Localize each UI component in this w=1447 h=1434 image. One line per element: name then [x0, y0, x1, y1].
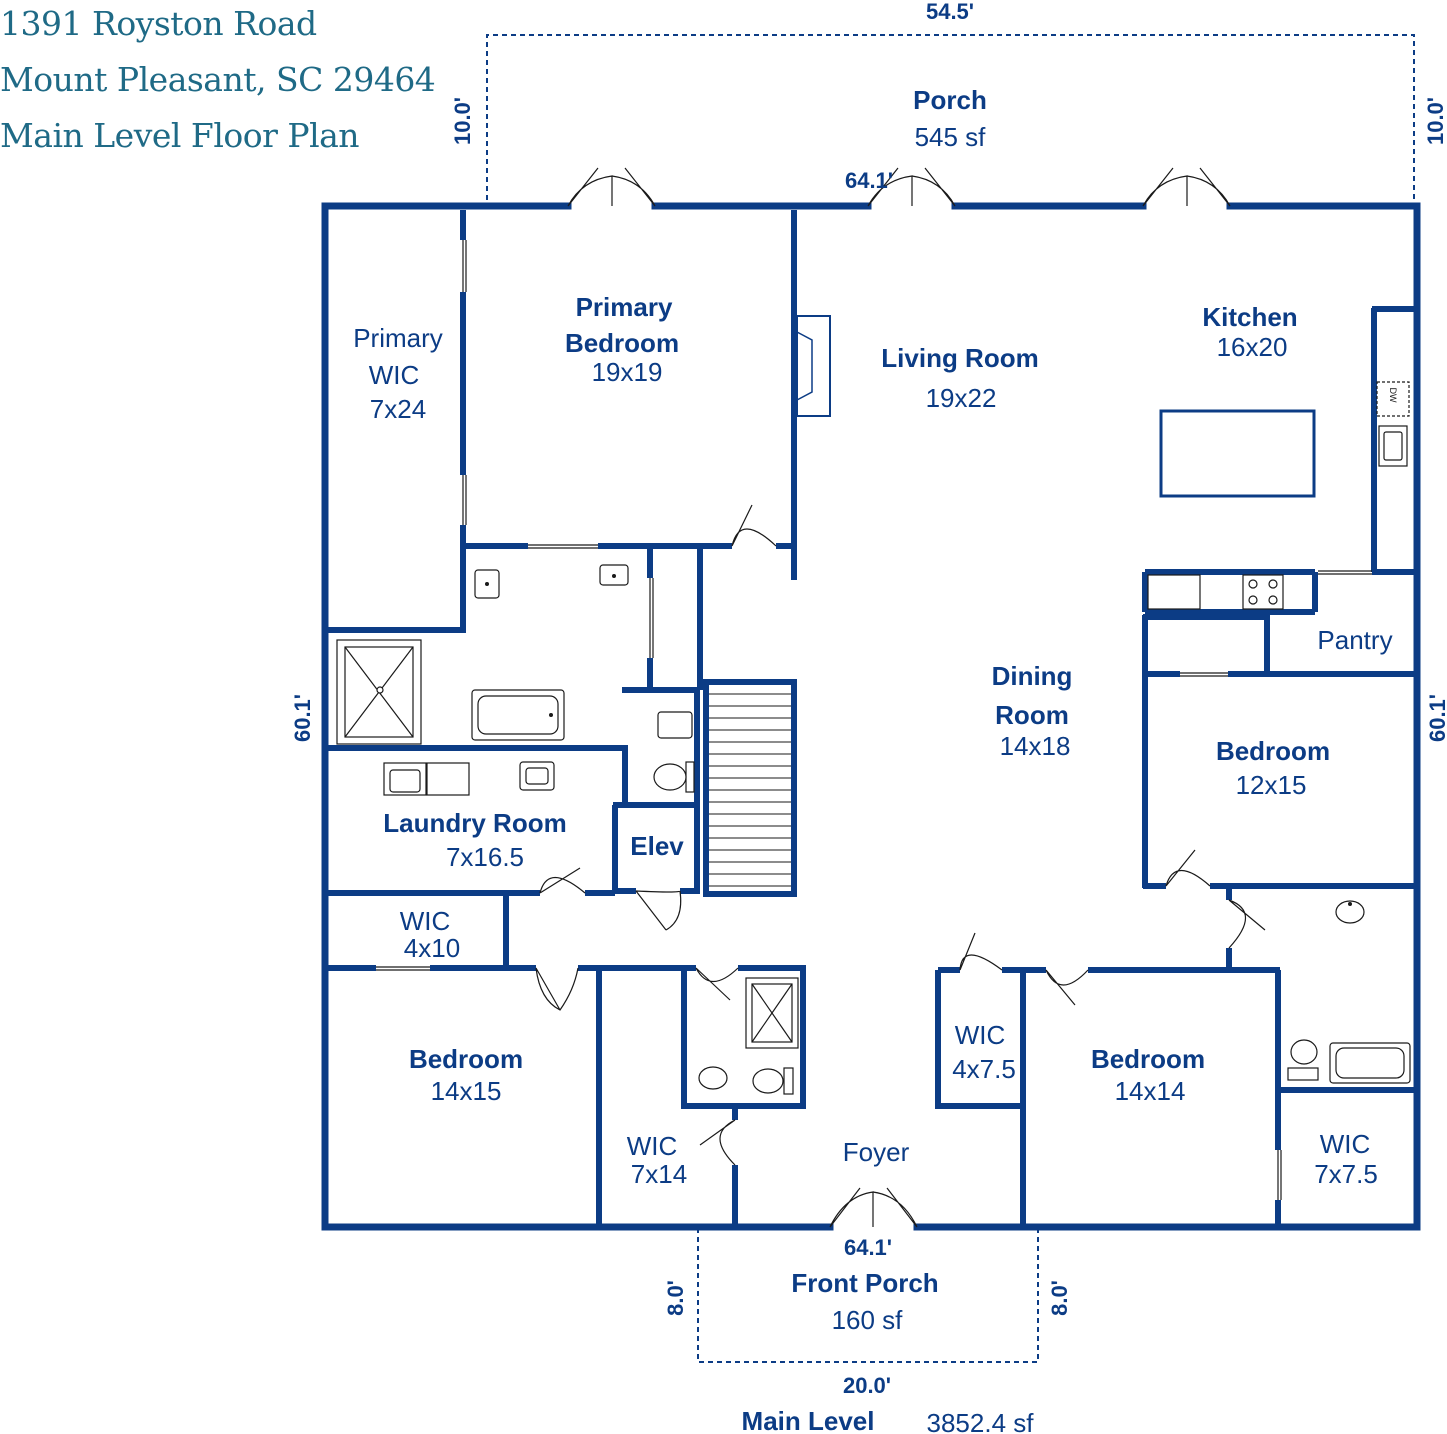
- fixtures: [336, 381, 1411, 1095]
- porch-width-dim: 54.5': [926, 0, 974, 24]
- foyer-name: Foyer: [843, 1137, 910, 1167]
- primary-wic-line1: Primary: [353, 323, 443, 353]
- total-area: 3852.4 sf: [927, 1408, 1035, 1434]
- primary-bedroom-line1: Primary: [576, 292, 673, 322]
- room-labels: Porch 545 sf Primary WIC 7x24 Primary Be…: [353, 85, 1392, 1335]
- doors: [535, 167, 1266, 1228]
- bedroom-east-name: Bedroom: [1216, 736, 1330, 766]
- bedroom-sw-size: 14x15: [431, 1076, 502, 1106]
- sliding-doors: [376, 240, 1372, 1200]
- house-width-top-dim: 64.1': [845, 168, 893, 193]
- kitchen-size: 16x20: [1217, 332, 1288, 362]
- level-name: Main Level: [742, 1406, 875, 1434]
- porch-area: 545 sf: [915, 122, 987, 152]
- living-room-size: 19x22: [926, 383, 997, 413]
- wic-7x7-5-name: WIC: [1320, 1129, 1371, 1159]
- kitchen-island: [1159, 409, 1316, 498]
- house-width-bottom-dim: 64.1': [844, 1235, 892, 1260]
- laundry-room-name: Laundry Room: [383, 808, 566, 838]
- front-porch-depth-right-dim: 8.0': [1047, 1280, 1072, 1316]
- address-line-2: Mount Pleasant, SC 29464: [0, 60, 436, 99]
- dining-room-line1: Dining: [992, 661, 1073, 691]
- house-depth-right-dim: 60.1': [1425, 694, 1447, 742]
- porch-depth-right-dim: 10.0': [1423, 97, 1447, 145]
- laundry-room-size: 7x16.5: [446, 842, 524, 872]
- exterior-walls: [321, 202, 1421, 1231]
- wic-4x7-5-size: 4x7.5: [952, 1054, 1016, 1084]
- dishwasher-label: DW: [1388, 388, 1398, 403]
- porch-name: Porch: [913, 85, 987, 115]
- wic-7x7-5-size: 7x7.5: [1314, 1159, 1378, 1189]
- front-porch-depth-left-dim: 8.0': [663, 1280, 688, 1316]
- bedroom-se-size: 14x14: [1115, 1076, 1186, 1106]
- interior-walls: [328, 210, 1414, 1224]
- fireplace: [796, 315, 831, 417]
- elevator-name: Elev: [630, 831, 684, 861]
- wic-4x10-size: 4x10: [404, 933, 460, 963]
- address-line-1: 1391 Royston Road: [0, 4, 317, 43]
- primary-wic-size: 7x24: [370, 394, 426, 424]
- front-porch-area: 160 sf: [832, 1305, 904, 1335]
- staircase: [709, 693, 791, 887]
- dining-room-size: 14x18: [1000, 731, 1071, 761]
- dimension-labels: 54.5' 10.0' 10.0' 64.1' 60.1' 60.1' 64.1…: [290, 0, 1447, 1398]
- wic-7x14-name: WIC: [627, 1131, 678, 1161]
- porch-depth-left-dim: 10.0': [450, 97, 475, 145]
- wic-7x14-size: 7x14: [631, 1159, 687, 1189]
- bedroom-east-size: 12x15: [1236, 770, 1307, 800]
- front-porch-width-dim: 20.0': [843, 1373, 891, 1398]
- kitchen-name: Kitchen: [1202, 302, 1297, 332]
- bedroom-se-name: Bedroom: [1091, 1044, 1205, 1074]
- primary-bedroom-line2: Bedroom: [565, 328, 679, 358]
- primary-bedroom-size: 19x19: [592, 357, 663, 387]
- bedroom-sw-name: Bedroom: [409, 1044, 523, 1074]
- pantry-name: Pantry: [1317, 625, 1392, 655]
- house-depth-left-dim: 60.1': [290, 694, 315, 742]
- front-porch-name: Front Porch: [791, 1268, 938, 1298]
- wic-4x10-name: WIC: [400, 906, 451, 936]
- porch-outline: [486, 34, 1415, 200]
- front-porch-outline: [697, 1228, 1039, 1363]
- wic-4x7-5-name: WIC: [955, 1020, 1006, 1050]
- address-line-3: Main Level Floor Plan: [0, 116, 360, 155]
- dining-room-line2: Room: [995, 700, 1069, 730]
- primary-wic-line2: WIC: [369, 360, 420, 390]
- living-room-name: Living Room: [881, 343, 1038, 373]
